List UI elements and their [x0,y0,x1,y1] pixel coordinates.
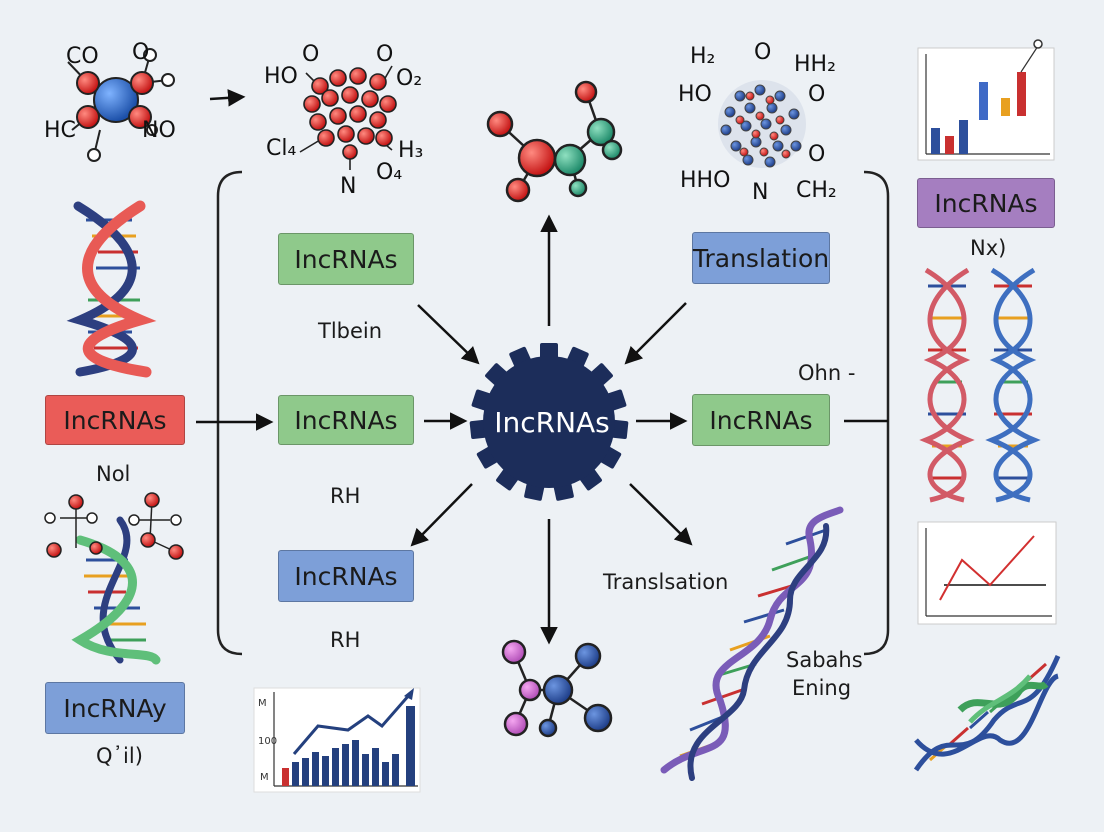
gear-icon [469,343,629,501]
left-red-box: IncRNAs [45,395,185,445]
label-rh-lower: RH [330,628,361,652]
left-bracket [216,170,243,656]
molecule-icon [501,639,613,738]
label-rh-upper: RH [330,484,361,508]
svg-text:M: M [260,772,269,783]
chem-h2: H₂ [690,44,716,69]
arrow-icon [410,483,473,547]
chem-n-mid: N [340,174,357,199]
svg-text:100: 100 [258,736,277,747]
chem-n-right: N [752,180,769,205]
label-thein: Tlbein [318,319,383,343]
svg-text:M: M [258,698,267,709]
center-bottom-blue-box: IncRNAs [278,550,414,602]
molecule-icon [299,65,397,170]
chem-hh2: HH₂ [794,52,836,77]
bar-chart-icon: M 100 M [253,687,421,793]
arrow-icon [624,302,687,365]
chem-hc: HC [44,118,76,143]
chem-o-right2: O [808,82,826,107]
arrow-icon [629,483,693,546]
chem-o-mid: O [302,42,320,67]
arrows [196,89,888,645]
right-mid-green-box: IncRNAs [692,394,830,446]
bar-chart-icon [917,39,1055,161]
left-blue-box: IncRNAy [45,682,185,734]
dna-helix-icon [44,492,184,665]
center-mid-green-box: IncRNAs [278,395,414,445]
far-right-purple-box: IncRNAs [917,178,1055,228]
chem-o-right3: O [808,142,826,167]
chem-ho-mid: HO [264,64,298,89]
dna-helix-icon [660,506,844,781]
chem-co: CO [66,44,99,69]
molecule-icon [718,80,806,168]
chem-h3: H₃ [398,138,424,163]
chem-o-right: O [754,40,772,65]
line-chart-icon [917,521,1057,625]
chem-ho-right: HO [678,82,712,107]
label-ening: Ening [792,676,852,700]
chem-o2: O₂ [396,66,423,91]
chem-o-top: O [132,40,150,65]
dna-helix-icon [66,200,157,378]
hub-label: IncRNAs [494,405,610,439]
label-nx: Nx) [970,236,1007,260]
chem-no: NO [142,118,176,143]
chem-hho: HHO [680,168,731,193]
dna-helix-icon [919,267,1041,503]
right-bracket [863,170,890,656]
chem-cl4: Cl₄ [266,136,297,161]
label-ohn: Ohn - [798,361,856,385]
dna-helix-icon [913,654,1061,772]
molecule-icon [67,48,175,162]
chem-o-mid2: O [376,42,394,67]
chem-ch2: CH₂ [796,178,837,203]
label-translsation: Translsation [603,570,729,594]
label-qil: Q᾽il) [96,744,143,768]
label-nol: Nol [96,462,131,486]
right-top-blue-box: Translation [692,232,830,284]
arrow-icon [209,89,246,107]
molecule-icon [486,80,623,203]
arrow-icon [417,304,480,365]
label-sabahs: Sabahs [786,648,863,672]
chem-o4: O₄ [376,160,403,185]
center-top-green-box: IncRNAs [278,233,414,285]
